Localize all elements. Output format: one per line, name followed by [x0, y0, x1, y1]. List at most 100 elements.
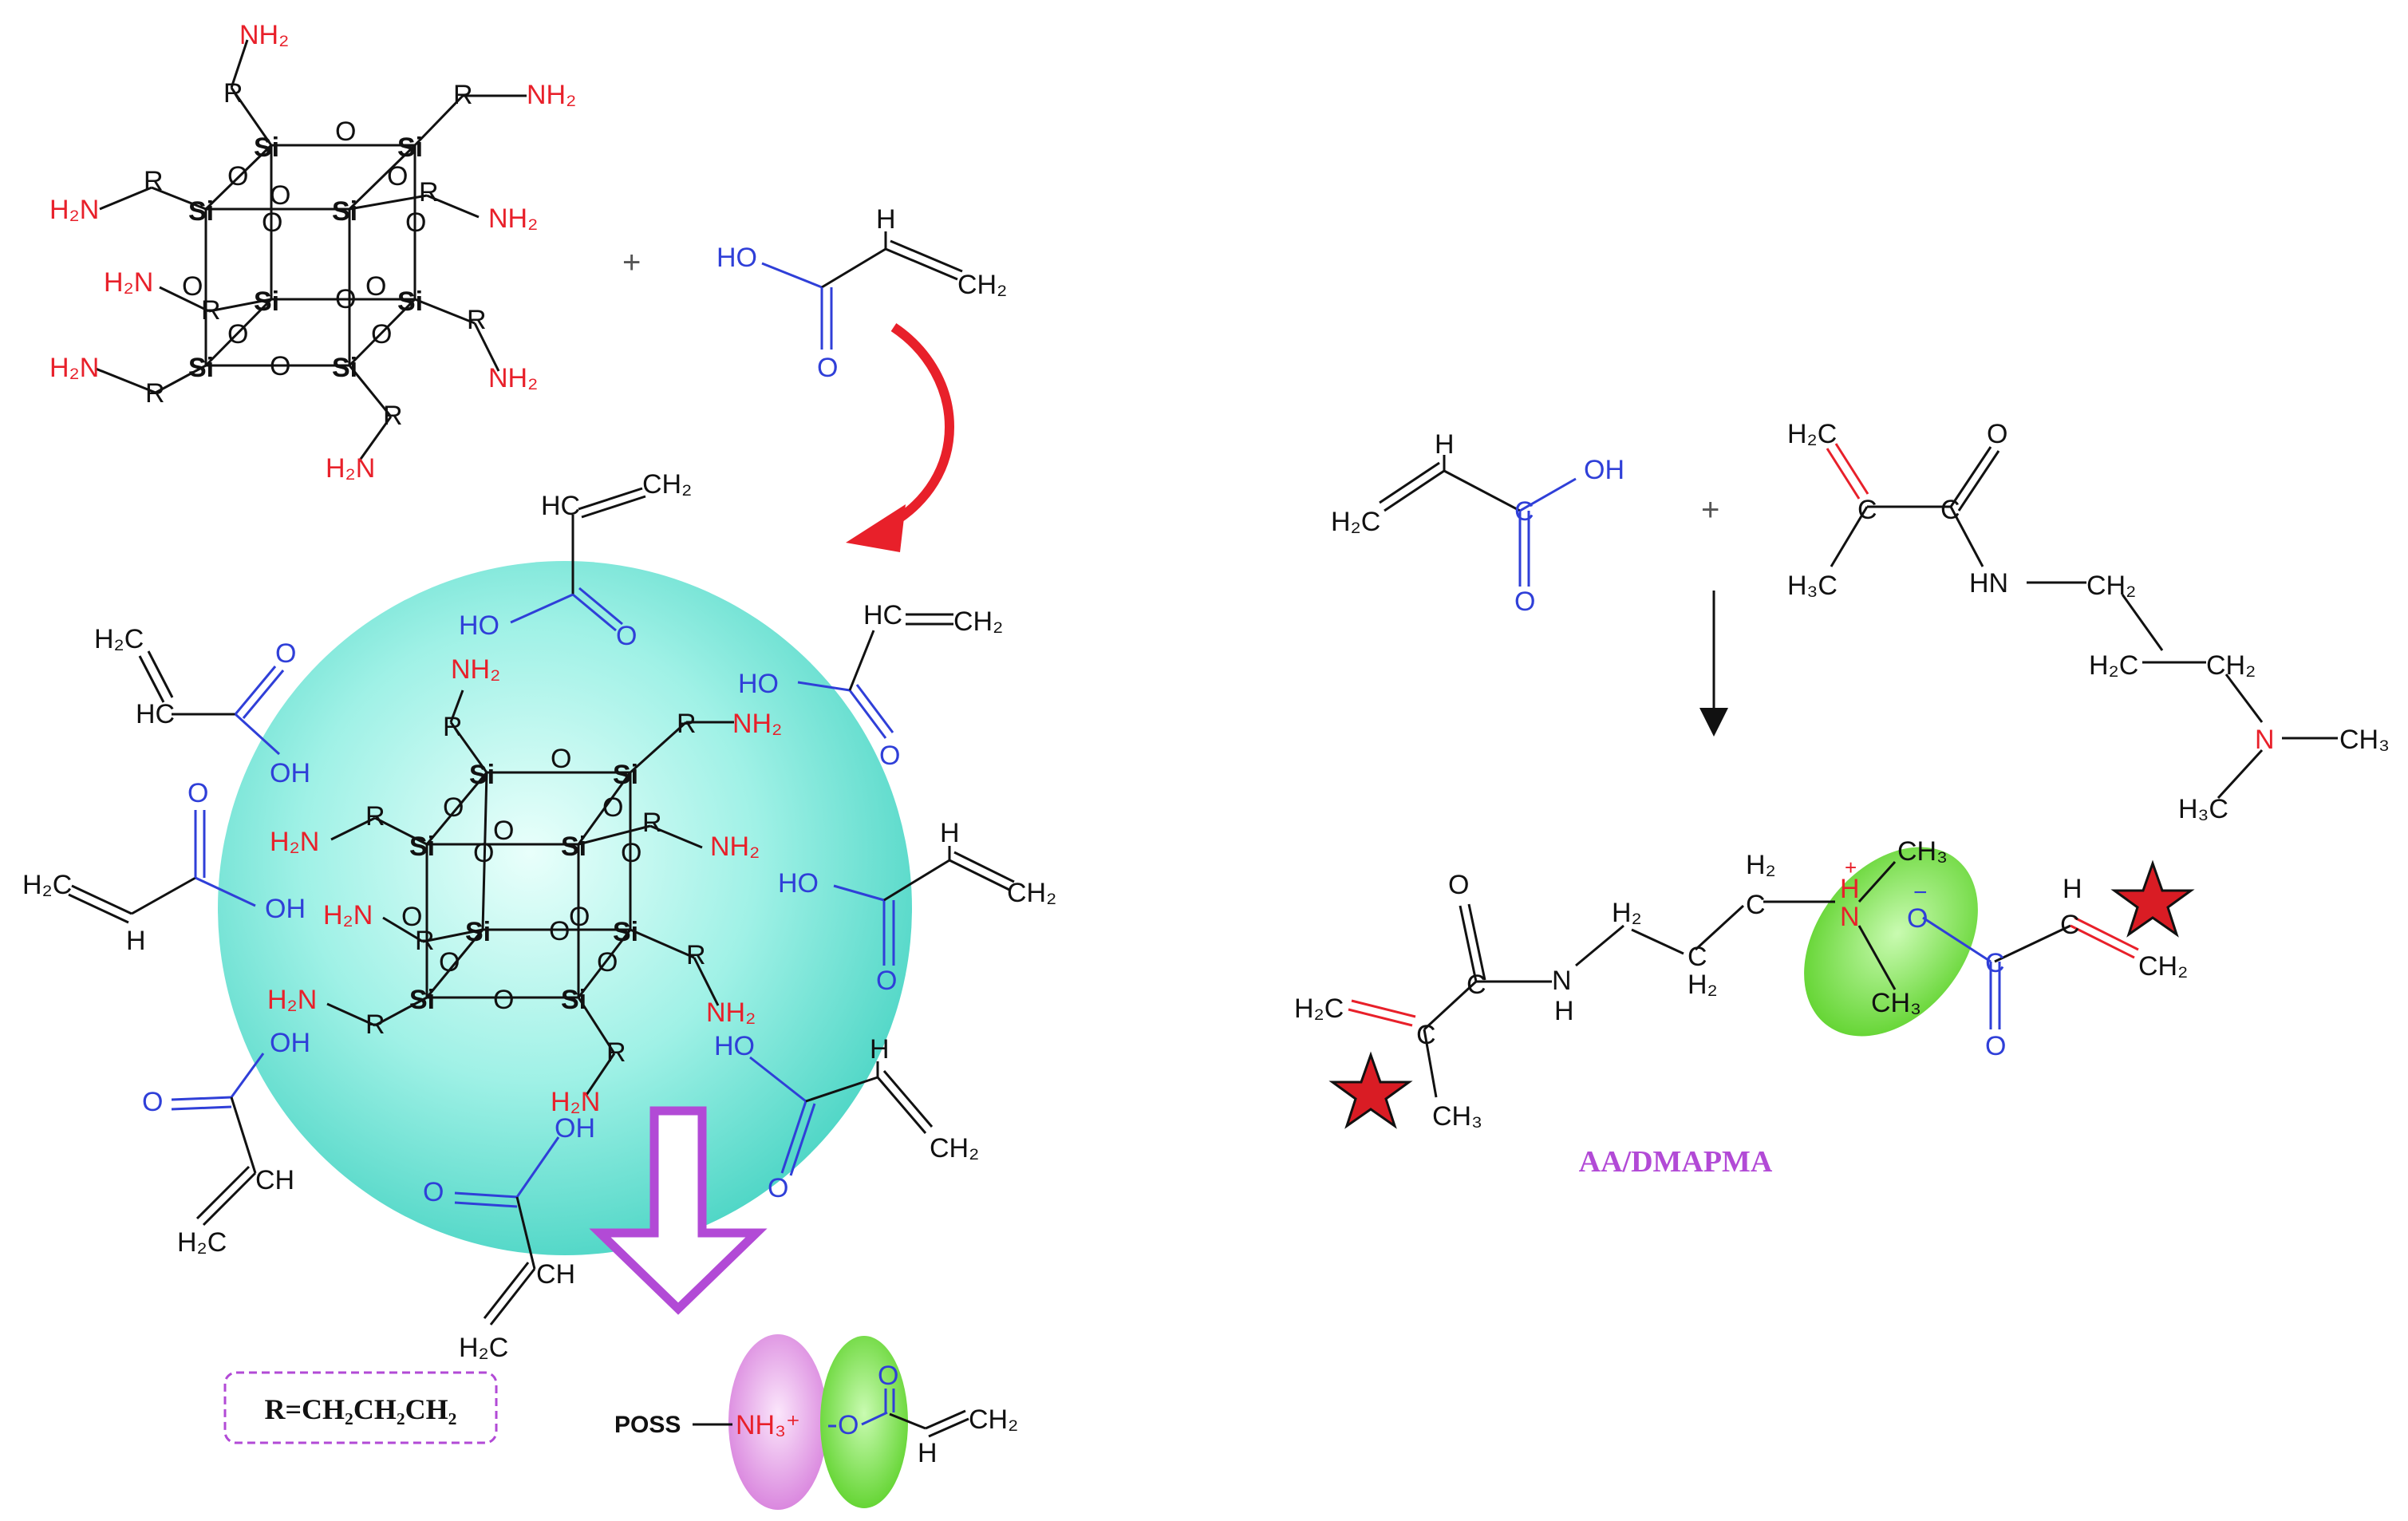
- svg-text:C: C: [1467, 970, 1486, 1000]
- svg-text:O: O: [1448, 870, 1469, 900]
- acrylic-acid-around-7: HO O H CH₂: [778, 818, 1056, 996]
- acrylic-acid-around-5: OH O CH H₂C: [423, 1113, 595, 1363]
- svg-text:O: O: [371, 319, 392, 350]
- svg-text:NH₂: NH₂: [527, 80, 576, 110]
- svg-text:Si: Si: [397, 132, 423, 163]
- svg-text:HC: HC: [541, 491, 580, 521]
- svg-text:R: R: [642, 808, 662, 838]
- svg-text:Si: Si: [188, 196, 214, 227]
- svg-text:H₃C: H₃C: [1787, 571, 1838, 601]
- svg-text:O: O: [227, 161, 248, 192]
- svg-text:H₂: H₂: [1746, 850, 1776, 880]
- acrylic-acid-around-2: H₂C HC O OH: [94, 624, 310, 788]
- svg-text:H₂C: H₂C: [22, 870, 72, 900]
- svg-text:R: R: [201, 295, 221, 326]
- svg-text:O: O: [473, 838, 494, 868]
- svg-text:CH₂: CH₂: [642, 469, 692, 500]
- svg-text:O: O: [365, 271, 386, 302]
- svg-text:Si: Si: [613, 760, 638, 790]
- svg-text:R: R: [443, 712, 463, 742]
- svg-text:O: O: [878, 1361, 898, 1391]
- svg-text:HN: HN: [1969, 568, 2008, 599]
- svg-text:CH₂: CH₂: [2086, 571, 2136, 601]
- svg-text:NH₃⁺: NH₃⁺: [736, 1410, 800, 1440]
- svg-text:O: O: [1985, 1031, 2006, 1061]
- svg-text:Si: Si: [254, 286, 279, 317]
- acrylic-acid-around-8: HC CH₂ HO O: [738, 600, 1003, 771]
- svg-text:HO: HO: [716, 243, 757, 273]
- svg-text:CH₂: CH₂: [2206, 650, 2256, 681]
- acrylic-acid-around-4: OH O CH H₂C: [142, 1028, 310, 1258]
- svg-text:NH₂: NH₂: [488, 203, 538, 234]
- svg-text:OH: OH: [1584, 455, 1624, 485]
- svg-text:O: O: [838, 1410, 859, 1440]
- svg-text:Si: Si: [397, 286, 423, 317]
- svg-text:O: O: [227, 319, 248, 350]
- svg-text:H: H: [1840, 874, 1860, 904]
- svg-text:Si: Si: [409, 985, 435, 1015]
- copolymer-label: AA/DMAPMA: [1579, 1145, 1773, 1179]
- plus-sign-left: +: [622, 245, 641, 280]
- svg-text:OH: OH: [555, 1113, 595, 1144]
- svg-text:R: R: [677, 709, 697, 739]
- svg-text:C: C: [1688, 942, 1707, 972]
- svg-text:CH₃: CH₃: [2339, 725, 2390, 755]
- poss-sphere: [218, 561, 912, 1255]
- dmapma-monomer: H₂C C H₃C C O HN CH₂ H₂C CH₂ N CH₃ H₃C: [1787, 419, 2390, 824]
- ammonium-ellipse: [728, 1334, 827, 1510]
- svg-text:Si: Si: [332, 353, 357, 383]
- svg-text:NH₂: NH₂: [239, 20, 289, 50]
- svg-text:R: R: [365, 801, 385, 832]
- svg-text:Si: Si: [613, 917, 638, 947]
- svg-text:Si: Si: [469, 760, 495, 790]
- svg-text:NH₂: NH₂: [451, 654, 500, 685]
- svg-text:HC: HC: [863, 600, 902, 630]
- svg-text:O: O: [439, 947, 460, 978]
- svg-text:H: H: [870, 1034, 890, 1065]
- svg-text:NH₂: NH₂: [706, 998, 756, 1028]
- svg-text:R: R: [145, 378, 165, 409]
- svg-text:C: C: [1940, 495, 1960, 525]
- svg-text:O: O: [1987, 419, 2007, 449]
- svg-text:O: O: [142, 1087, 163, 1117]
- svg-text:O: O: [616, 621, 637, 651]
- svg-text:H₂C: H₂C: [2089, 650, 2138, 681]
- svg-text:O: O: [275, 638, 296, 669]
- svg-text:H₃C: H₃C: [2178, 794, 2228, 824]
- svg-text:H₂: H₂: [1612, 898, 1642, 928]
- svg-text:CH₂: CH₂: [930, 1133, 979, 1163]
- svg-text:H: H: [126, 926, 146, 956]
- svg-text:O: O: [597, 947, 618, 978]
- poss-amine-cage-atoms: Si Si Si Si Si Si Si Si O O O O O O O O …: [49, 20, 576, 484]
- svg-text:R: R: [686, 940, 706, 970]
- svg-text:HO: HO: [714, 1031, 755, 1061]
- svg-text:OH: OH: [270, 758, 310, 788]
- svg-text:C: C: [1746, 890, 1766, 920]
- svg-text:O: O: [262, 207, 282, 238]
- svg-text:O: O: [188, 778, 208, 808]
- svg-text:CH₂: CH₂: [957, 270, 1007, 300]
- svg-text:O: O: [493, 816, 514, 846]
- svg-text:O: O: [401, 902, 422, 932]
- svg-text:R: R: [606, 1037, 626, 1068]
- poss-ion-pair: POSS NH₃⁺ O O H CH₂: [614, 1361, 1018, 1468]
- svg-text:N: N: [1552, 966, 1572, 996]
- svg-text:O: O: [569, 902, 590, 932]
- svg-text:OH: OH: [265, 894, 306, 924]
- poss-cage-center-atoms: Si Si Si Si Si Si Si Si O O O O O O O O …: [267, 654, 782, 1117]
- svg-text:O: O: [182, 271, 203, 302]
- svg-text:O: O: [270, 351, 290, 381]
- svg-text:R: R: [365, 1009, 385, 1040]
- svg-text:O: O: [443, 792, 464, 823]
- svg-text:O: O: [621, 838, 641, 868]
- svg-text:Si: Si: [465, 917, 491, 947]
- svg-text:R: R: [453, 80, 473, 110]
- svg-text:O: O: [1514, 587, 1535, 617]
- svg-text:R: R: [223, 78, 243, 109]
- acrylic-acid-around-3: H₂C H O OH: [22, 778, 306, 956]
- svg-text:O: O: [549, 916, 570, 946]
- svg-text:CH₂: CH₂: [969, 1404, 1018, 1435]
- svg-text:CH₃: CH₃: [1871, 988, 1921, 1018]
- svg-text:O: O: [335, 284, 356, 314]
